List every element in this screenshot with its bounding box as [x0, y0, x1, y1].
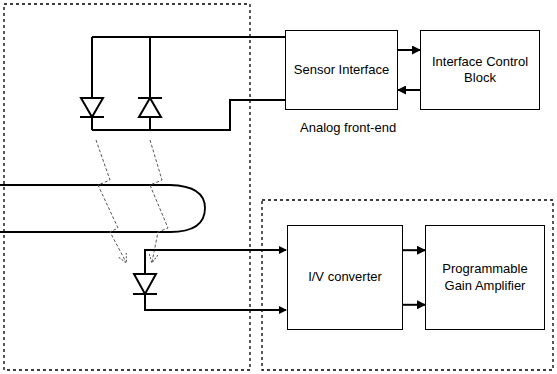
sensor-region	[4, 4, 250, 370]
text-stack: Programmable Gain Amplifier	[432, 261, 538, 294]
signal-wire	[144, 309, 286, 311]
light-ray	[96, 140, 126, 262]
section-label: Analog front-end	[298, 120, 398, 135]
afe-region	[262, 200, 553, 370]
box-label: I/V converter	[308, 269, 382, 285]
text-stack: Sensor Interface	[294, 62, 389, 78]
photodiode-symbol	[133, 250, 157, 310]
interface-box: Sensor Interface	[285, 30, 398, 110]
box-label: Interface Control Block	[427, 54, 533, 87]
signal-arrow	[403, 249, 425, 251]
control-box: Interface Control Block	[420, 30, 540, 110]
converter-box: I/V converter	[287, 225, 403, 330]
signal-arrow	[403, 304, 425, 306]
led-symbol	[138, 98, 162, 117]
finger-outline	[0, 185, 205, 232]
light-ray	[150, 140, 168, 262]
signal-arrow	[398, 49, 420, 51]
led-symbol	[80, 98, 104, 117]
signal-arrow	[398, 89, 420, 91]
signal-wire	[144, 249, 286, 251]
text-stack: I/V converter	[308, 269, 382, 285]
box-label: Sensor Interface	[294, 62, 389, 78]
box-label: Programmable Gain Amplifier	[432, 261, 538, 294]
led-pair	[92, 37, 285, 130]
text-stack: Interface Control Block	[427, 54, 533, 87]
amplifier-box: Programmable Gain Amplifier	[425, 225, 545, 330]
